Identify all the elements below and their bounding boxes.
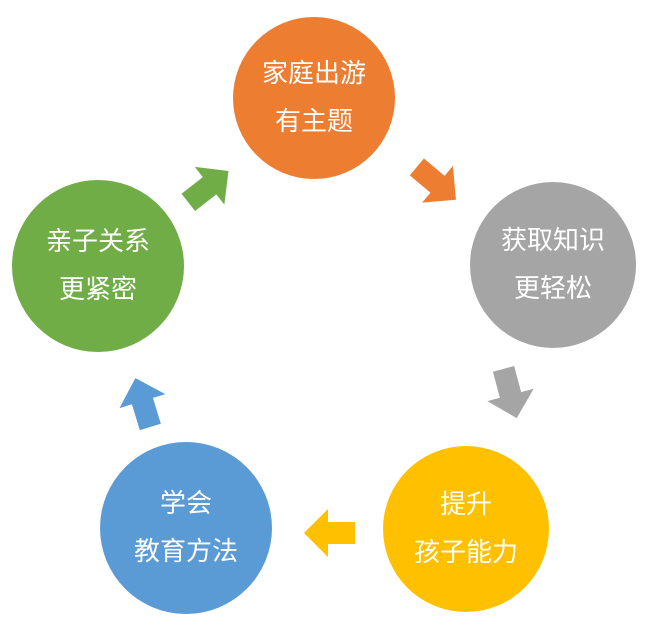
node-education: 学会 教育方法 <box>100 442 272 614</box>
node-knowledge: 获取知识 更轻松 <box>470 182 636 348</box>
node-line: 教育方法 <box>133 537 238 567</box>
node-line: 更轻松 <box>513 274 592 304</box>
node-line: 孩子能力 <box>413 538 518 568</box>
node-line: 更紧密 <box>58 275 137 305</box>
node-relationship: 亲子关系 更紧密 <box>12 180 184 352</box>
node-ability: 提升 孩子能力 <box>383 446 549 612</box>
node-line: 学会 <box>159 489 212 519</box>
node-line: 有主题 <box>274 107 353 137</box>
arrow-orange <box>409 158 456 203</box>
node-line: 获取知识 <box>500 226 605 256</box>
node-family-trip: 家庭出游 有主题 <box>233 17 395 179</box>
arrow-green <box>181 166 229 212</box>
arrow-yellow <box>304 509 355 557</box>
node-line: 家庭出游 <box>261 59 366 89</box>
node-line: 亲子关系 <box>45 227 150 257</box>
arrow-blue <box>119 378 166 431</box>
arrow-gray <box>487 366 534 419</box>
node-line: 提升 <box>439 490 492 520</box>
